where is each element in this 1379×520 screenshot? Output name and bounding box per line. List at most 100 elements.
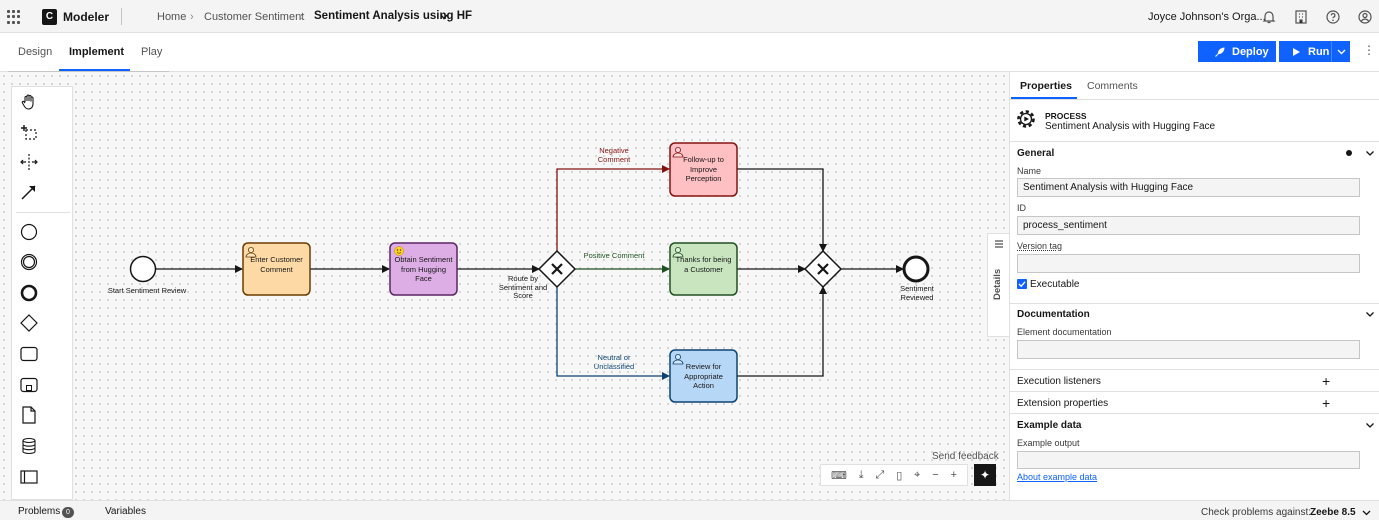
deploy-button[interactable]: Deploy: [1198, 41, 1276, 62]
organization-icon[interactable]: [1293, 9, 1309, 25]
variables-tab[interactable]: Variables: [105, 506, 146, 517]
help-icon[interactable]: [1325, 9, 1341, 25]
chevron-down-icon[interactable]: [440, 13, 448, 21]
tabs-baseline: [8, 71, 169, 72]
pool-icon[interactable]: [20, 468, 38, 486]
data-store-icon[interactable]: [20, 437, 38, 455]
fit-icon[interactable]: ⤢: [875, 468, 885, 481]
task-enter-comment[interactable]: [242, 242, 311, 296]
palette-divider: [16, 212, 70, 213]
minimap-icon[interactable]: ▯: [896, 469, 903, 482]
diagram-canvas[interactable]: [0, 72, 1009, 500]
notifications-icon[interactable]: [1261, 9, 1277, 25]
chevron-down-icon: [1337, 49, 1345, 55]
tool-palette: [11, 86, 73, 500]
bpmn-diagram: Start Sentiment Review Enter Customer Co…: [108, 142, 934, 403]
subprocess-icon[interactable]: [20, 376, 38, 394]
task-thanks[interactable]: [669, 242, 738, 296]
breadcrumb-separator-icon: ›: [300, 11, 304, 23]
camunda-logo: C: [42, 9, 57, 25]
task-follow-up[interactable]: [669, 142, 738, 197]
section-extension-properties[interactable]: Extension properties: [1017, 398, 1109, 409]
id-field[interactable]: process_sentiment: [1017, 216, 1360, 235]
engine-version-select[interactable]: Zeebe 8.5: [1310, 507, 1356, 518]
problems-count-badge: 0: [62, 507, 74, 518]
breadcrumb-current-diagram[interactable]: Sentiment Analysis using HF: [314, 10, 472, 22]
zoom-in-icon[interactable]: +: [950, 469, 957, 481]
overflow-menu-icon[interactable]: ⋮: [1363, 43, 1375, 57]
rocket-icon: [1215, 47, 1225, 57]
details-tab[interactable]: Details: [987, 233, 1009, 337]
sequence-flow[interactable]: [737, 286, 827, 377]
chevron-down-icon[interactable]: [1365, 148, 1375, 158]
list-icon: [995, 240, 1003, 248]
active-tab-indicator: [59, 69, 130, 71]
deploy-label: Deploy: [1232, 45, 1269, 58]
flow-label-positive: Positive Comment: [583, 251, 645, 260]
gateway-icon[interactable]: [20, 314, 38, 332]
sequence-flow-negative[interactable]: [556, 165, 670, 251]
tab-properties[interactable]: Properties: [1020, 80, 1072, 92]
chevron-down-icon[interactable]: [1362, 508, 1371, 517]
space-tool-icon[interactable]: [20, 153, 38, 171]
breadcrumb-project[interactable]: Customer Sentiment: [204, 11, 305, 23]
panel-tabs-baseline: [1009, 99, 1379, 100]
add-execution-listener-icon[interactable]: +: [1322, 373, 1331, 389]
sequence-flow-neutral[interactable]: [556, 287, 670, 380]
start-event[interactable]: [129, 255, 157, 283]
tab-design[interactable]: Design: [18, 46, 53, 58]
run-options-button[interactable]: [1331, 41, 1350, 62]
executable-checkbox[interactable]: [1017, 279, 1027, 289]
task-icon[interactable]: [20, 345, 38, 363]
section-divider: [1009, 391, 1379, 392]
version-tag-label: Version tag: [1017, 241, 1063, 251]
center-icon[interactable]: ⌖: [914, 468, 921, 481]
version-tag-field[interactable]: [1017, 254, 1360, 273]
data-object-icon[interactable]: [20, 406, 38, 424]
hugging-face-icon: [394, 246, 404, 256]
task-thanks-label: Thanks for being a Customer: [675, 255, 732, 274]
problems-tab[interactable]: Problems: [18, 506, 61, 517]
intermediate-event-icon[interactable]: [20, 253, 38, 271]
start-event-icon[interactable]: [20, 223, 38, 241]
end-event-label: Sentiment Reviewed: [900, 285, 934, 302]
breadcrumb-home[interactable]: Home: [157, 11, 187, 23]
section-divider: [1009, 303, 1379, 304]
example-output-field[interactable]: [1017, 451, 1360, 469]
ai-assistant-icon[interactable]: ✦: [974, 464, 996, 486]
section-documentation[interactable]: Documentation: [1017, 309, 1090, 320]
section-execution-listeners[interactable]: Execution listeners: [1017, 376, 1101, 387]
organization-switcher[interactable]: Joyce Johnson's Orga...: [1148, 11, 1266, 23]
add-extension-property-icon[interactable]: +: [1322, 395, 1331, 411]
user-icon[interactable]: [1357, 9, 1373, 25]
tab-comments[interactable]: Comments: [1087, 80, 1138, 92]
chevron-down-icon[interactable]: [1365, 309, 1375, 319]
connect-tool-icon[interactable]: [20, 183, 38, 201]
keyboard-icon[interactable]: ⌨: [830, 469, 847, 482]
divider: [121, 8, 122, 25]
tab-play[interactable]: Play: [141, 46, 163, 58]
end-event-icon[interactable]: [20, 284, 38, 302]
task-follow-up-label: Follow-up to Improve Perception: [683, 155, 724, 183]
user-task-icon: [672, 246, 684, 258]
send-feedback-link[interactable]: Send feedback: [932, 451, 999, 462]
end-event[interactable]: [902, 255, 930, 283]
zoom-out-icon[interactable]: −: [932, 469, 939, 481]
section-general[interactable]: General: [1017, 148, 1055, 159]
task-obtain-sentiment[interactable]: [389, 242, 458, 296]
app-switcher-icon[interactable]: [7, 10, 21, 24]
task-review[interactable]: [669, 349, 738, 403]
name-field[interactable]: Sentiment Analysis with Hugging Face: [1017, 178, 1360, 197]
chevron-down-icon[interactable]: [1365, 420, 1375, 430]
run-button[interactable]: Run: [1279, 41, 1331, 62]
flow-label-negative: Negative Comment: [597, 146, 631, 164]
sequence-flow[interactable]: [737, 168, 827, 252]
element-documentation-field[interactable]: [1017, 340, 1360, 359]
hand-tool-icon[interactable]: [20, 93, 38, 111]
section-divider: [1009, 369, 1379, 370]
tab-implement[interactable]: Implement: [69, 46, 125, 58]
download-icon[interactable]: ⤓: [858, 468, 864, 481]
section-example-data[interactable]: Example data: [1017, 420, 1082, 431]
about-example-data-link[interactable]: About example data: [1017, 472, 1098, 482]
lasso-tool-icon[interactable]: [20, 123, 38, 141]
